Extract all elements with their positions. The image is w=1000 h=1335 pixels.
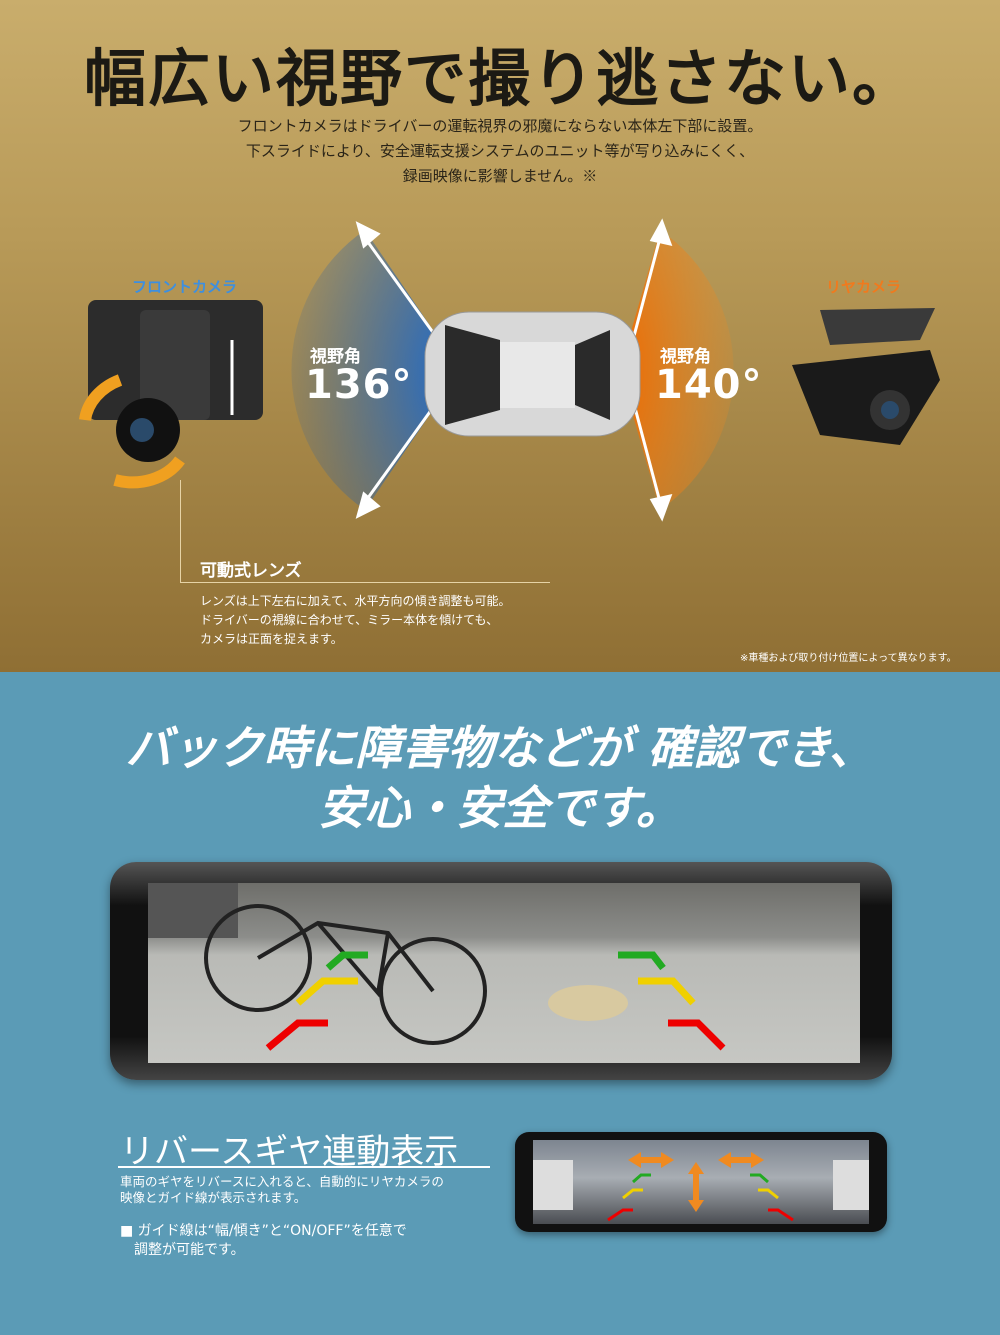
- rear-fov-fan: [620, 230, 734, 510]
- front-fov-fan: [291, 230, 460, 510]
- lens-line: ドライバーの視線に合わせて、ミラー本体を傾けても、: [200, 613, 499, 627]
- subtitle-line: フロントカメラはドライバーの運転視界の邪魔にならない本体左下部に設置。: [237, 117, 763, 135]
- subtitle-line: 録画映像に影響しません。※: [402, 167, 598, 185]
- body-line: 車両のギヤをリバースに入れると、自動的にリヤカメラの: [120, 1174, 444, 1189]
- front-fov-label: 視野角: [310, 347, 361, 367]
- rear-camera-image: [792, 308, 940, 445]
- divider: [180, 480, 181, 582]
- lens-line: レンズは上下左右に加えて、水平方向の傾き調整も可能。: [200, 594, 511, 608]
- body-line: 映像とガイド線が表示されます。: [120, 1190, 307, 1205]
- feature-title: リバースギヤ連動表示: [120, 1132, 459, 1172]
- lens-line: カメラは正面を捉えます。: [200, 632, 343, 646]
- camera-scene: [148, 883, 726, 1051]
- feature-description: 車両のギヤをリバースに入れると、自動的にリヤカメラの 映像とガイド線が表示されま…: [120, 1174, 444, 1206]
- lens-title: 可動式レンズ: [200, 561, 302, 581]
- divider: [180, 582, 550, 583]
- title-line: バック時に障害物などが 確認でき、: [125, 721, 875, 775]
- front-fov-value: 136°: [305, 362, 413, 408]
- lens-description: レンズは上下左右に加えて、水平方向の傾き調整も可能。 ドライバーの視線に合わせて…: [200, 592, 511, 649]
- feature-bullet: ■ ガイド線は“幅/傾き”と“ON/OFF”を任意で 調整が可能です。: [120, 1222, 407, 1260]
- bullet-line: ■ ガイド線は“幅/傾き”と“ON/OFF”を任意で: [120, 1223, 407, 1239]
- front-camera-label: フロントカメラ: [132, 278, 238, 296]
- field-of-view-diagram: [79, 218, 940, 522]
- section-subtitle: フロントカメラはドライバーの運転視界の邪魔にならない本体左下部に設置。 下スライ…: [0, 114, 1000, 189]
- car-top-view: [424, 311, 641, 437]
- rear-fov-label: 視野角: [660, 347, 711, 367]
- rear-camera-label: リヤカメラ: [826, 278, 902, 296]
- footnote: ※車種および取り付け位置によって異なります。: [740, 653, 957, 664]
- bicycle: [204, 904, 487, 1045]
- reverse-title: バック時に障害物などが 確認でき、 安心・安全です。: [0, 718, 1000, 838]
- guide-line-view: [533, 1140, 869, 1224]
- divider: [118, 1166, 490, 1168]
- bullet-line: 調整が可能です。: [120, 1242, 245, 1258]
- rear-camera-view: [148, 883, 860, 1063]
- guide-adjust-scene: [533, 1152, 869, 1222]
- adjust-arrows: [628, 1152, 764, 1212]
- section-title: 幅広い視野で撮り逃さない。: [83, 42, 916, 115]
- title-line: 安心・安全です。: [318, 781, 682, 835]
- front-camera-image: [79, 300, 263, 489]
- subtitle-line: 下スライドにより、安全運転支援システムのユニット等が写り込みにくく、: [245, 142, 755, 160]
- rear-fov-value: 140°: [655, 362, 763, 408]
